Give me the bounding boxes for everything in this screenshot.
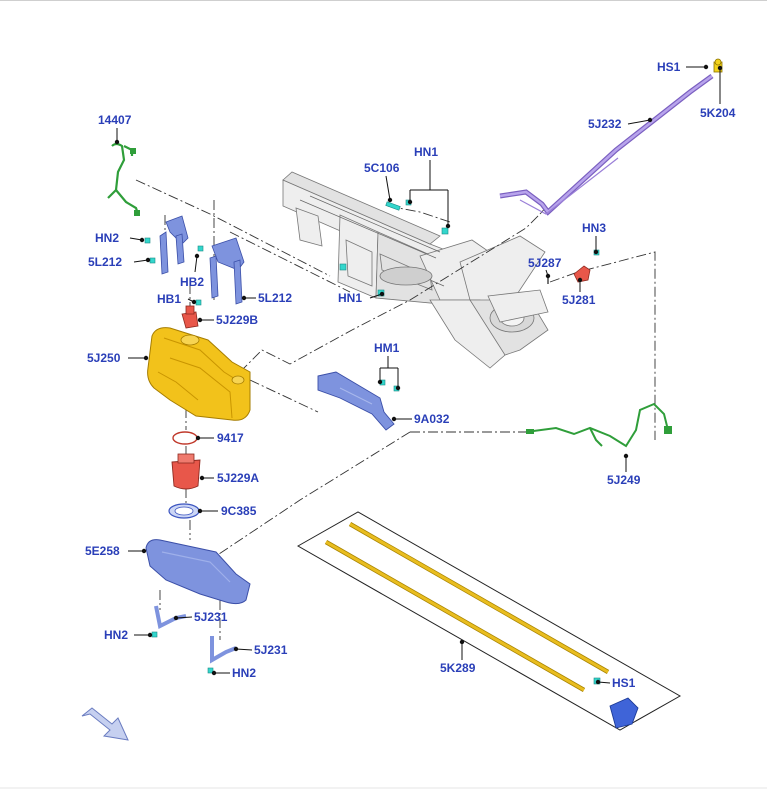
callout-hb1: HB1 (157, 292, 181, 306)
callout-hn2-bot: HN2 (232, 666, 256, 680)
harness-5J249 (525, 402, 672, 448)
callout-hn2-mid: HN2 (104, 628, 128, 642)
filler-cap-5K204 (713, 58, 723, 73)
callout-9417: 9417 (217, 431, 244, 445)
fuel-tank (147, 327, 251, 421)
vehicle-frame (282, 171, 549, 369)
valve-5J281 (573, 265, 591, 283)
callout-hs1-bot: HS1 (612, 676, 636, 690)
bracket-5J231-a (154, 605, 187, 629)
callout-hn1-top: HN1 (414, 145, 438, 159)
callout-5l212-right: 5L212 (258, 291, 292, 305)
strap-5L212-left (159, 215, 189, 275)
callout-hn3: HN3 (582, 221, 606, 235)
callout-5j229b: 5J229B (216, 313, 258, 327)
bracket-5J231-b (210, 636, 237, 664)
pump-top-5J229B (181, 305, 199, 329)
callout-5j232: 5J232 (588, 117, 622, 131)
seal-ring-9417 (172, 431, 198, 445)
routing-lines (135, 179, 656, 640)
callout-5j231-a: 5J231 (194, 610, 228, 624)
leader-lines (114, 64, 723, 685)
callout-5j287: 5J287 (528, 256, 562, 270)
callout-5j281: 5J281 (562, 293, 596, 307)
arrow-down-right-icon[interactable] (81, 707, 129, 741)
callout-5l212-left: 5L212 (88, 255, 122, 269)
callout-hm1: HM1 (374, 341, 400, 355)
callout-9c385: 9C385 (221, 504, 257, 518)
callout-5j229a: 5J229A (217, 471, 259, 485)
harness-14407 (107, 142, 140, 216)
callout-hn1-low: HN1 (338, 291, 362, 305)
callout-5k289: 5K289 (440, 661, 476, 675)
callout-5k204: 5K204 (700, 106, 736, 120)
callout-5e258: 5E258 (85, 544, 120, 558)
callout-5j249: 5J249 (607, 473, 641, 487)
bracket-9A032 (317, 371, 395, 431)
callout-hs1-top: HS1 (657, 60, 681, 74)
filler-tube-5J232 (499, 73, 714, 216)
callout-14407: 14407 (98, 113, 132, 127)
callout-5j231-b: 5J231 (254, 643, 288, 657)
callout-hn2-top: HN2 (95, 231, 119, 245)
callout-9a032: 9A032 (414, 412, 450, 426)
callout-labels: 14407 HN2 5L212 HB2 HB1 5L212 5J229B 5J2… (85, 60, 736, 690)
lock-ring-9C385 (168, 503, 200, 519)
pump-module-5J229A (171, 453, 201, 490)
kit-panel-5K289 (296, 511, 682, 731)
strap-5L212-right (209, 237, 245, 305)
callout-5j250: 5J250 (87, 351, 121, 365)
heat-shield-5E258 (145, 539, 251, 605)
callout-5c106: 5C106 (364, 161, 400, 175)
callout-hb2: HB2 (180, 275, 204, 289)
